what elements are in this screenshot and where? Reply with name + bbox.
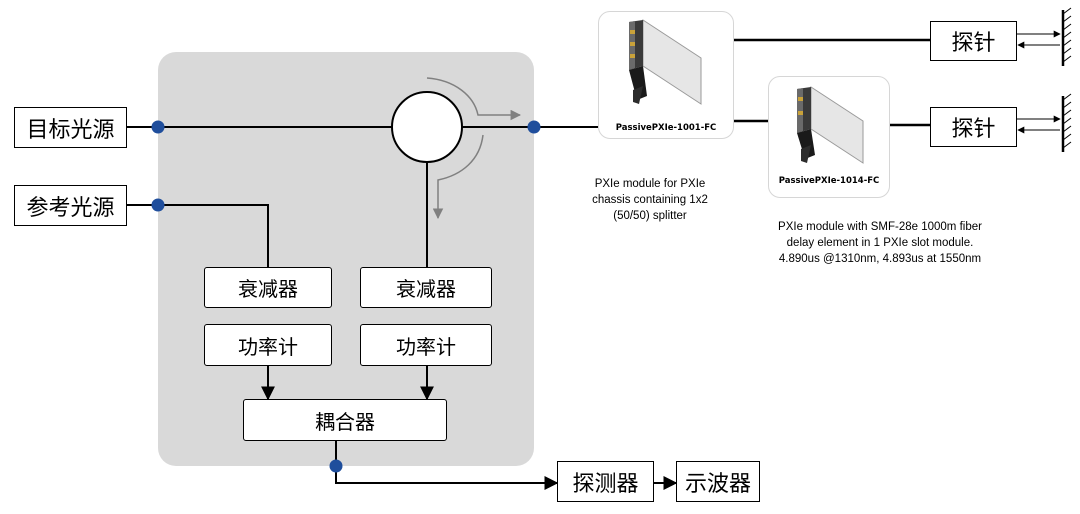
- splitter-module-name: PassivePXIe-1001-FC: [615, 123, 717, 133]
- splitter-caption-line-2: chassis containing 1x2: [592, 194, 708, 206]
- probe-bottom-box: 探针: [930, 107, 1017, 147]
- splitter-module-caption: PXIe module for PXIe chassis containing …: [560, 176, 740, 224]
- mirror-bottom-hatch: [1062, 93, 1072, 149]
- reference-source-box: 参考光源: [14, 185, 127, 226]
- circulator-circle: [391, 91, 463, 163]
- connector-dot-output: [527, 120, 541, 134]
- reference-fiber-line: [127, 204, 269, 267]
- splitter-caption-line-1: PXIe module for PXIe: [594, 178, 706, 190]
- attenuator-right-box: 衰减器: [360, 267, 492, 308]
- delay-module-caption: PXIe module with SMF-28e 1000m fiber del…: [735, 219, 1025, 267]
- connector-dot-reference: [151, 198, 165, 212]
- mirror-top-hatch: [1062, 7, 1072, 63]
- delay-caption-line-3: 4.890us @1310nm, 4.893us at 1550nm: [778, 253, 982, 265]
- delay-module-name: PassivePXIe-1014-FC: [778, 176, 880, 186]
- circulator-arrow-out: [426, 77, 522, 121]
- pxie-module-icon: [629, 19, 702, 105]
- connector-dot-coupler: [329, 459, 343, 473]
- connector-dot-target: [151, 120, 165, 134]
- power-meter-left-box: 功率计: [204, 324, 332, 366]
- splitter-module-card: PassivePXIe-1001-FC: [598, 11, 734, 139]
- probe-top-box: 探针: [930, 21, 1017, 61]
- target-source-box: 目标光源: [14, 107, 127, 148]
- delay-module-card: PassivePXIe-1014-FC: [768, 76, 890, 198]
- detector-box: 探测器: [557, 461, 654, 502]
- delay-caption-line-1: PXIe module with SMF-28e 1000m fiber: [778, 221, 982, 233]
- pxie-delay-module-icon: [797, 86, 864, 164]
- attenuator-left-box: 衰减器: [204, 267, 332, 308]
- oscilloscope-box: 示波器: [676, 461, 760, 502]
- coupler-box: 耦合器: [243, 399, 447, 441]
- coupler-to-detector-line: [335, 441, 559, 490]
- power-meter-right-box: 功率计: [360, 324, 492, 366]
- delay-caption-line-2: delay element in 1 PXIe slot module.: [786, 237, 974, 249]
- splitter-caption-line-3: (50/50) splitter: [613, 210, 687, 222]
- circulator-arrow-down: [432, 134, 484, 220]
